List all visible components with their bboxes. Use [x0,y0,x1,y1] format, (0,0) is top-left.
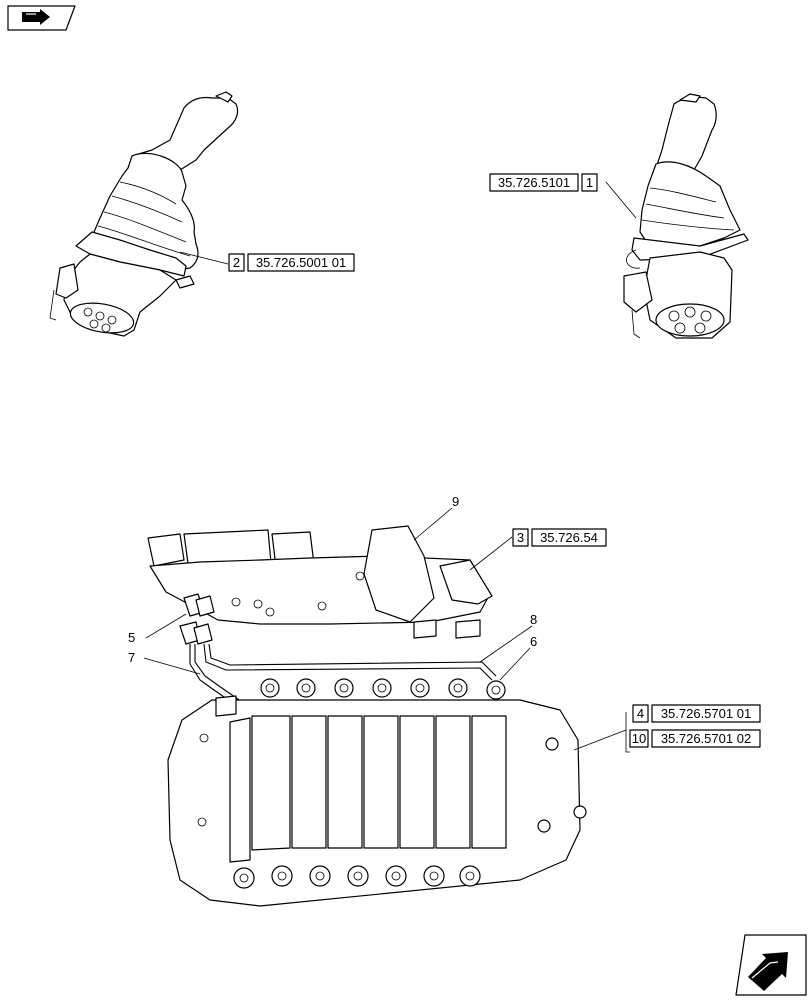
ref-valve-b-item: 10 [632,731,646,746]
tubes-drawing [179,593,497,873]
ref-valve-cover-code: 35.726.54 [540,530,598,545]
item-number-7: 7 [128,650,135,665]
ref-joystick-left-item: 2 [233,255,240,270]
joystick-left-drawing [49,91,239,337]
leader-lines [143,181,637,753]
item-number-5: 5 [128,630,135,645]
ref-joystick-left[interactable]: 2 35.726.5001 01 [228,253,355,272]
ref-valve-b[interactable]: 10 35.726.5701 02 [629,729,761,748]
book-arrow-icon[interactable] [7,5,76,31]
valve-cover-drawing [147,525,493,639]
item-number-6: 6 [530,634,537,649]
joystick-right-drawing [623,93,749,339]
item-number-9: 9 [452,494,459,509]
ref-joystick-right-code: 35.726.5101 [498,175,570,190]
ref-valve-cover[interactable]: 3 35.726.54 [512,528,607,547]
ref-joystick-right-item: 1 [586,175,593,190]
ref-joystick-right[interactable]: 35.726.5101 1 [489,173,598,192]
ref-valve-b-code: 35.726.5701 02 [661,731,751,746]
item-number-8: 8 [530,612,537,627]
ref-joystick-left-code: 35.726.5001 01 [256,255,346,270]
control-valve-drawing [167,678,587,907]
ref-valve-a-item: 4 [637,706,644,721]
next-page-arrow-icon[interactable] [735,934,807,996]
ref-valve-a[interactable]: 4 35.726.5701 01 [632,704,761,723]
ref-valve-cover-item: 3 [517,530,524,545]
ref-valve-a-code: 35.726.5701 01 [661,706,751,721]
